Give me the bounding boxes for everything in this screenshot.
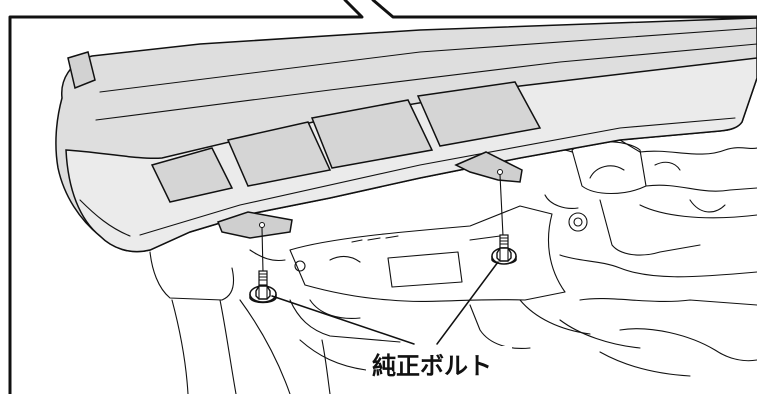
chassis-line — [559, 319, 641, 349]
chassis-line — [619, 328, 757, 362]
panel-rib — [226, 121, 332, 187]
chassis-line — [579, 298, 757, 306]
subframe-cutout — [387, 251, 463, 288]
chassis-line — [299, 339, 367, 371]
bolt-head-facets — [499, 247, 509, 262]
panel-front-face — [65, 57, 757, 253]
bumper-bracket — [149, 251, 235, 301]
chassis-line — [654, 161, 681, 171]
chassis-line — [469, 304, 531, 349]
under-cover-panel — [55, 18, 757, 253]
chassis-line — [645, 184, 757, 192]
chassis-line — [544, 194, 579, 209]
chassis-line — [589, 165, 625, 179]
subframe-nut — [294, 260, 306, 272]
panel-lip — [139, 117, 736, 236]
chassis-hole-inner — [573, 217, 583, 227]
panel-crease — [99, 27, 757, 93]
chassis-line — [689, 199, 726, 213]
leader-line-right — [436, 261, 499, 345]
bolt-head-facets — [258, 285, 268, 300]
chassis-line — [599, 199, 701, 256]
chassis-line — [219, 299, 237, 394]
chassis-line — [519, 299, 591, 335]
frame-border-left — [8, 0, 364, 394]
panel-ear — [67, 51, 96, 90]
frame-content: 純正ボルト — [55, 18, 757, 394]
chassis-line — [351, 235, 399, 243]
bolt-right — [491, 234, 517, 265]
chassis-line — [321, 339, 331, 394]
tab-hole — [497, 169, 503, 175]
chassis-line — [309, 299, 361, 319]
chassis-linework — [149, 139, 757, 394]
frame-border-right — [371, 0, 757, 19]
tab-plate — [217, 211, 293, 239]
mounting-tab-right — [454, 151, 523, 183]
chassis-line — [171, 299, 189, 394]
callout-label: 純正ボルト — [372, 352, 492, 380]
bolt-left — [249, 270, 277, 304]
chassis-line — [599, 351, 691, 377]
panel-rib — [150, 147, 234, 203]
chassis-line — [289, 299, 401, 343]
bolt-guide-line-left — [261, 227, 264, 273]
panel-rib — [416, 81, 542, 147]
chassis-hole — [568, 212, 588, 232]
bolt-head — [255, 285, 271, 300]
chassis-line — [639, 204, 757, 219]
chassis-line — [329, 255, 361, 263]
bolt-thread-lines — [258, 273, 268, 281]
leader-line-left — [271, 295, 415, 345]
chassis-line — [559, 254, 757, 278]
bolt-head — [496, 247, 512, 262]
tab-hole — [259, 222, 265, 228]
bolt-thread-lines — [499, 237, 509, 245]
chassis-line — [619, 139, 641, 153]
subframe — [289, 205, 566, 302]
mounting-tab-left — [217, 211, 293, 239]
chassis-line — [639, 147, 757, 155]
chassis-line — [249, 249, 286, 262]
bolt-thread — [258, 270, 268, 286]
bolt-guide-line-right — [499, 174, 504, 237]
panel-rib — [310, 99, 434, 169]
panel-lip — [79, 199, 131, 237]
tab-plate — [454, 151, 523, 183]
chassis-line — [239, 299, 291, 394]
label-background — [366, 346, 512, 380]
panel-crease — [95, 43, 757, 121]
